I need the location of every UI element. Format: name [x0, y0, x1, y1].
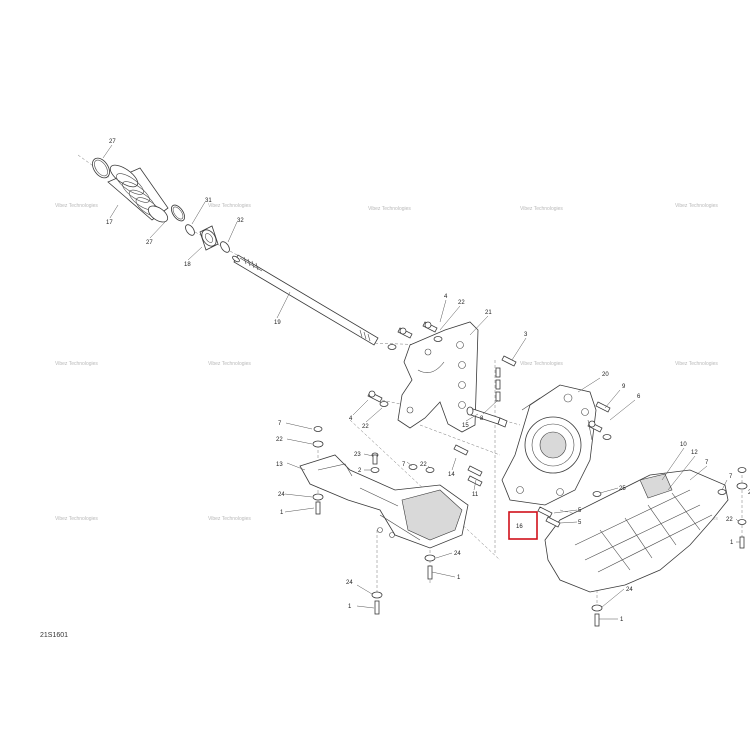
watermark: Vibez Technologies [520, 206, 563, 212]
watermark: Vibez Technologies [55, 203, 98, 209]
callout-14: 14 [448, 472, 455, 478]
housing-bolts [587, 401, 612, 440]
callout-5: 5 [578, 520, 582, 526]
callout-25: 25 [619, 486, 626, 492]
callout-19: 19 [274, 320, 281, 326]
reference-code: 21S1601 [40, 632, 68, 639]
ride-plate [544, 469, 729, 593]
callout-17: 17 [106, 220, 113, 226]
watermarks: Vibez Technologies Vibez Technologies Vi… [55, 203, 718, 522]
left-fasteners [312, 426, 436, 615]
watermark: Vibez Technologies [368, 206, 411, 212]
leader-lines [102, 144, 740, 620]
callout-5: 5 [578, 508, 582, 514]
callout-7: 7 [278, 421, 282, 427]
callouts: 27 17 27 31 32 18 19 4 22 21 8 4 22 3 20… [106, 139, 750, 623]
callout-10: 10 [680, 442, 687, 448]
callout-21: 21 [485, 310, 492, 316]
callout-24: 24 [278, 492, 285, 498]
callout-31: 31 [205, 198, 212, 204]
callout-27: 27 [146, 240, 153, 246]
studs-14-11 [453, 444, 483, 487]
callout-1: 1 [280, 510, 284, 516]
callout-9: 9 [622, 384, 626, 390]
callout-27: 27 [109, 139, 116, 145]
callout-22: 22 [726, 517, 733, 523]
callout-7: 7 [705, 460, 709, 466]
ring-and-bushing [185, 224, 230, 253]
callout-12: 12 [691, 450, 698, 456]
watermark: Vibez Technologies [55, 361, 98, 367]
callout-23: 23 [354, 452, 361, 458]
callout-32: 32 [237, 218, 244, 224]
callout-26: 26 [748, 490, 750, 496]
pin [466, 406, 508, 428]
callout-22: 22 [362, 424, 369, 430]
clamp-top [92, 157, 110, 179]
watermark: Vibez Technologies [675, 203, 718, 209]
highlight-box [508, 511, 538, 540]
callout-15: 15 [462, 423, 469, 429]
callout-18: 18 [184, 262, 191, 268]
watermark: Vibez Technologies [55, 516, 98, 522]
watermark: Vibez Technologies [520, 361, 563, 367]
callout-7: 7 [402, 462, 406, 468]
callout-1: 1 [620, 617, 624, 623]
boot [107, 164, 169, 223]
clamp-second [171, 204, 185, 222]
callout-7: 7 [729, 474, 733, 480]
callout-22: 22 [420, 462, 427, 468]
rear-bracket [299, 454, 469, 549]
pump-housing [501, 384, 597, 506]
engine-plate [397, 321, 479, 433]
callout-2: 2 [358, 468, 362, 474]
callout-1: 1 [348, 604, 352, 610]
callout-24: 24 [626, 587, 633, 593]
callout-22: 22 [458, 300, 465, 306]
callout-4: 4 [349, 416, 353, 422]
callout-24: 24 [454, 551, 461, 557]
callout-24: 24 [346, 580, 353, 586]
watermark: Vibez Technologies [208, 361, 251, 367]
studs [495, 355, 517, 402]
callout-1: 1 [457, 575, 461, 581]
callout-4: 4 [444, 294, 448, 300]
callout-1: 1 [730, 540, 734, 546]
callout-16: 16 [516, 524, 523, 530]
right-fasteners [537, 467, 748, 627]
plate-bolts [367, 321, 443, 407]
callout-22: 22 [276, 437, 283, 443]
driveshaft [232, 254, 379, 346]
callout-3: 3 [524, 332, 528, 338]
callout-20: 20 [602, 372, 609, 378]
watermark: Vibez Technologies [208, 203, 251, 209]
callout-6: 6 [637, 394, 641, 400]
callout-13: 13 [276, 462, 283, 468]
callout-11: 11 [472, 492, 479, 498]
watermark: Vibez Technologies [675, 361, 718, 367]
watermark: Vibez Technologies [208, 516, 251, 522]
callout-8: 8 [480, 416, 484, 422]
